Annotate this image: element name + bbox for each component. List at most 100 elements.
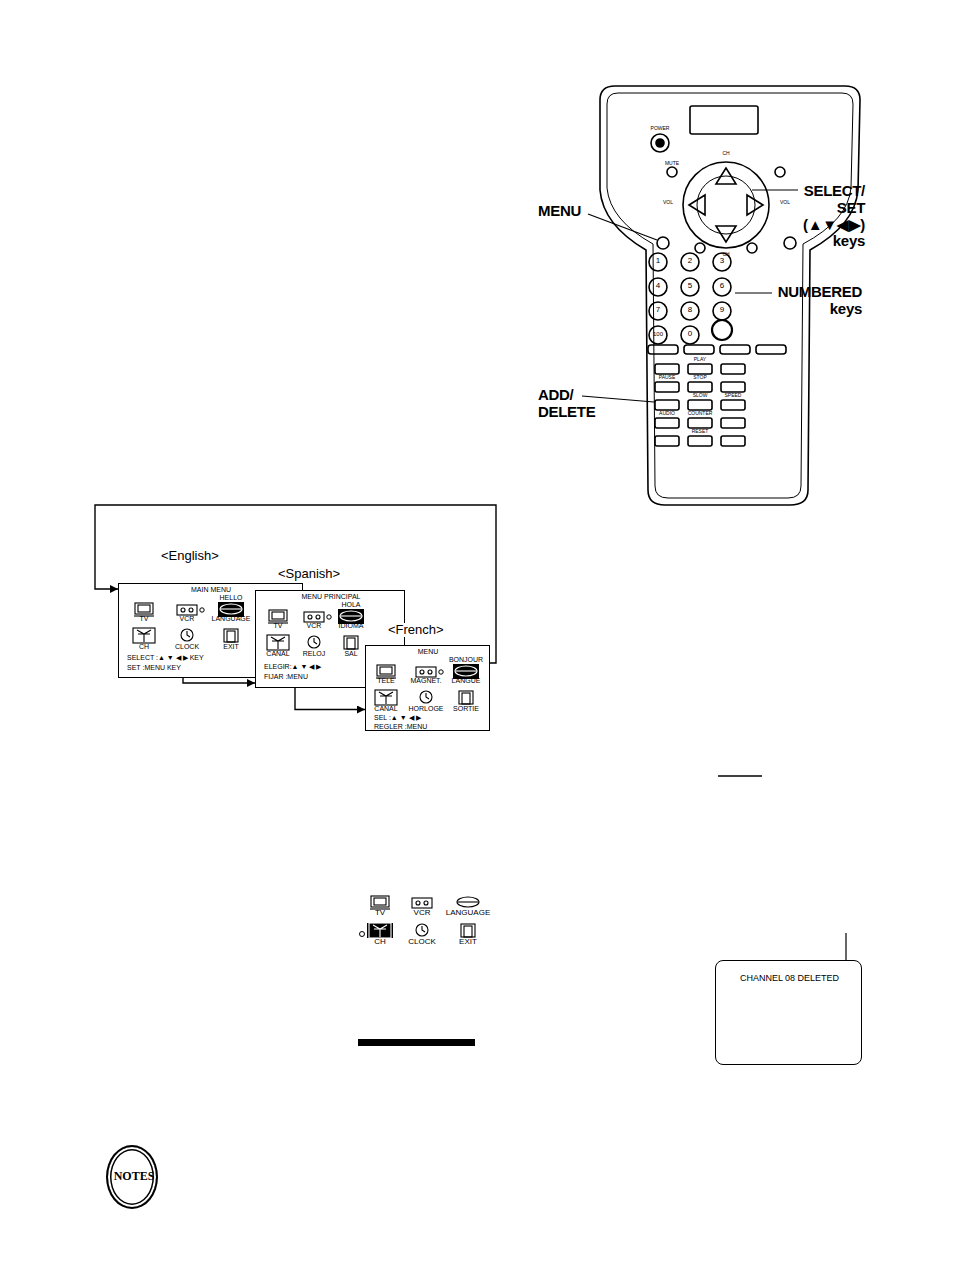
vcr-icon <box>420 670 424 674</box>
number-key <box>681 302 699 320</box>
menu-icon <box>133 628 155 643</box>
arrow-key <box>716 226 736 242</box>
menu-screen: <French>MENUTELEMAGNET.BONJOURLANGUECANA… <box>365 645 490 731</box>
number-key <box>649 302 667 320</box>
icon-label: CLOCK <box>408 938 436 947</box>
menu-icon <box>344 636 358 649</box>
node-text: TV <box>140 615 149 623</box>
key-label: 100 <box>653 331 663 338</box>
key-label: 6 <box>720 282 724 291</box>
leader-line <box>845 933 846 960</box>
tv-icon <box>377 665 395 676</box>
leader-line <box>582 396 654 402</box>
menu-icon <box>367 923 393 938</box>
exit-icon <box>224 629 238 642</box>
icon-label: VCR <box>414 909 431 918</box>
vcr-icon <box>424 901 428 905</box>
small-button <box>784 237 796 249</box>
highlight <box>453 664 479 679</box>
function-key <box>756 345 786 354</box>
highlight <box>218 602 244 617</box>
cursor-mark <box>200 608 204 612</box>
vcr-icon <box>177 605 197 615</box>
node-text: TV <box>274 622 283 630</box>
node-text: VCR <box>180 615 195 623</box>
antenna-icon <box>373 925 387 937</box>
node-text: CLOCK <box>175 643 199 651</box>
key-label: CH <box>722 151 729 157</box>
lips-icon <box>340 611 362 621</box>
transport-key <box>688 436 712 446</box>
menu-icon <box>181 629 193 641</box>
leader-line <box>735 292 772 293</box>
exit-icon <box>464 926 472 937</box>
menu-icon <box>461 924 475 937</box>
transport-key <box>655 400 679 410</box>
node-text: BONJOUR <box>449 656 483 664</box>
underline <box>718 775 762 777</box>
key-label: 1 <box>656 257 660 266</box>
node-text: CHANNEL 08 DELETED <box>740 974 839 984</box>
node-text: IDIOMA <box>339 622 364 630</box>
transport-key <box>688 418 712 428</box>
antenna-icon <box>137 630 151 642</box>
arrow-key <box>689 195 705 215</box>
cursor-mark <box>360 932 365 937</box>
number-key <box>713 302 731 320</box>
vcr-icon <box>412 898 432 908</box>
node-text: NOTES <box>114 1170 155 1183</box>
menu-icon <box>218 602 244 617</box>
tv-icon <box>371 896 389 907</box>
exit-icon <box>459 691 473 704</box>
leader-line <box>752 189 798 190</box>
node-text: HORLOGE <box>408 705 443 713</box>
vcr-icon <box>416 901 420 905</box>
node-text: SELECT :▲ ▼ ◀ ▶ KEY <box>127 654 204 662</box>
key-label: VOL <box>663 200 673 206</box>
key-label: PAUSE <box>659 375 676 381</box>
cursor-mark <box>439 670 443 674</box>
number-key <box>681 253 699 271</box>
node-text: HOLA <box>341 601 360 609</box>
menu-icon <box>412 898 432 908</box>
menu-icon <box>177 605 197 615</box>
tv-icon <box>135 603 153 614</box>
menu-icon <box>453 664 479 679</box>
key-label: SPEED <box>725 393 742 399</box>
arrow-key <box>747 195 763 215</box>
node-text: SET :MENU KEY <box>127 664 181 672</box>
vcr-icon <box>304 612 324 622</box>
function-key <box>720 345 750 354</box>
node-text: TELE <box>377 677 395 685</box>
vcr-icon <box>316 615 320 619</box>
menu-icon <box>416 924 428 936</box>
arrow-key <box>716 168 736 184</box>
key-label: VOL <box>780 200 790 206</box>
highlight <box>338 609 364 624</box>
key-label: COUNTER <box>688 411 713 417</box>
key-label: STOP <box>693 375 707 381</box>
antenna-icon <box>375 690 397 705</box>
lips-icon <box>341 615 361 616</box>
menu-icon <box>376 665 396 678</box>
vcr-icon <box>428 670 432 674</box>
transport-key <box>655 364 679 374</box>
key-label: POWER <box>651 126 670 132</box>
clock-icon <box>416 924 428 936</box>
menu-icon <box>267 635 289 650</box>
clock-icon <box>181 629 193 641</box>
icon-label: LANGUAGE <box>446 909 490 918</box>
number-key <box>713 278 731 296</box>
lips-icon <box>457 897 479 907</box>
tv-icon <box>374 898 386 905</box>
node-text: CANAL <box>266 650 289 658</box>
lips-icon <box>220 604 242 614</box>
vcr-icon <box>181 608 185 612</box>
antenna-icon <box>379 692 393 704</box>
lips-icon <box>221 608 241 609</box>
node-text: RELOJ <box>303 650 326 658</box>
key-label: 5 <box>688 282 692 291</box>
function-key <box>648 345 678 354</box>
transport-key <box>721 436 745 446</box>
